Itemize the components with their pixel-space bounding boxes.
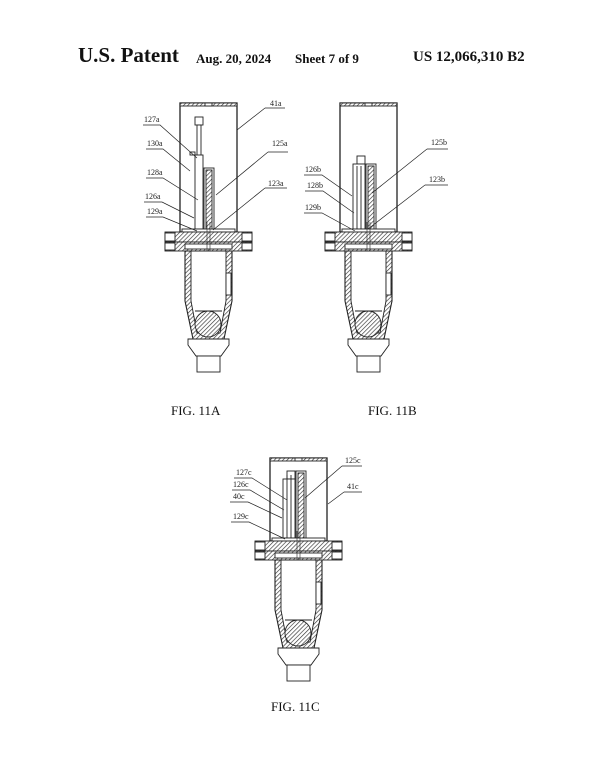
vent: [364, 102, 373, 107]
ref-label: 125a: [272, 139, 288, 148]
lower-cavity: [280, 559, 317, 643]
figure-11b-device: [324, 102, 413, 373]
side-window: [225, 272, 232, 296]
ref-label: 129c: [233, 512, 249, 521]
ref-label: 129a: [147, 207, 163, 216]
flange-hole: [324, 232, 336, 242]
tube-inner: [297, 472, 305, 542]
ref-label: 41c: [347, 482, 359, 491]
figure-caption-11b: FIG. 11B: [368, 403, 417, 418]
nozzle-cone: [347, 338, 390, 357]
lower-cavity: [190, 250, 227, 334]
figure-11a-device: [164, 102, 253, 373]
flange-hole: [331, 541, 343, 551]
tube-inner: [367, 165, 375, 233]
ball: [284, 619, 312, 647]
flange-upper: [254, 540, 343, 552]
nozzle-tip: [286, 664, 311, 682]
ref-label: 130a: [147, 139, 163, 148]
flange-hole: [254, 551, 266, 560]
lower-cavity: [350, 250, 387, 334]
patent-date: Aug. 20, 2024: [196, 51, 272, 66]
ref-label: 40c: [233, 492, 245, 501]
flange-hole: [164, 242, 176, 251]
flange-upper: [324, 231, 413, 243]
flange-hole: [331, 551, 343, 560]
ref-label: 126a: [145, 192, 161, 201]
figure-caption-11c: FIG. 11C: [271, 699, 320, 714]
tab-130: [189, 151, 196, 156]
flange-channel: [344, 243, 393, 250]
side-window: [385, 272, 392, 296]
ref-label: 126c: [233, 480, 249, 489]
ref-label: 123b: [429, 175, 445, 184]
sleeve: [194, 154, 204, 230]
sleeve: [352, 163, 366, 230]
figure-caption-11a: FIG. 11A: [171, 403, 221, 418]
figure-11a-labels: 41a 127a 130a 125a 128a 123a 126a 129a: [143, 99, 288, 232]
ref-label: 128a: [147, 168, 163, 177]
flange-channel: [274, 552, 323, 559]
ref-label: 125c: [345, 456, 361, 465]
flange-hole: [164, 232, 176, 242]
flange-hole: [324, 242, 336, 251]
cap: [356, 155, 366, 165]
nozzle-cone: [277, 647, 320, 666]
flange-hole: [401, 232, 413, 242]
ref-label: 41a: [270, 99, 282, 108]
patent-header-title: U.S. Patent: [78, 43, 179, 67]
ref-label: 129b: [305, 203, 321, 212]
flange-hole: [241, 232, 253, 242]
sleeve: [282, 478, 296, 539]
vent: [204, 102, 213, 107]
nozzle-tip: [196, 355, 221, 373]
ref-label: 125b: [431, 138, 447, 147]
vent: [294, 457, 303, 462]
flange-channel: [184, 243, 233, 250]
flange-hole: [241, 242, 253, 251]
flange-upper: [164, 231, 253, 243]
ref-label: 128b: [307, 181, 323, 190]
flange-hole: [254, 541, 266, 551]
figure-11b-labels: 125b 126b 123b 128b 129b: [304, 138, 448, 232]
nozzle-cone: [187, 338, 230, 357]
nozzle-tip: [356, 355, 381, 373]
figure-11c-labels: 125c 127c 126c 41c 40c 129c: [230, 456, 362, 540]
cap: [194, 116, 204, 126]
ball: [354, 310, 382, 338]
side-window: [315, 581, 322, 605]
ref-label: 126b: [305, 165, 321, 174]
ref-label: 127c: [236, 468, 252, 477]
base-plate: [271, 537, 326, 542]
patent-number: US 12,066,310 B2: [413, 49, 525, 65]
sheet-number: Sheet 7 of 9: [295, 51, 359, 66]
figure-11c-device: [254, 457, 343, 682]
ref-label: 127a: [144, 115, 160, 124]
flange-hole: [401, 242, 413, 251]
ref-label: 123a: [268, 179, 284, 188]
ball: [194, 310, 222, 338]
